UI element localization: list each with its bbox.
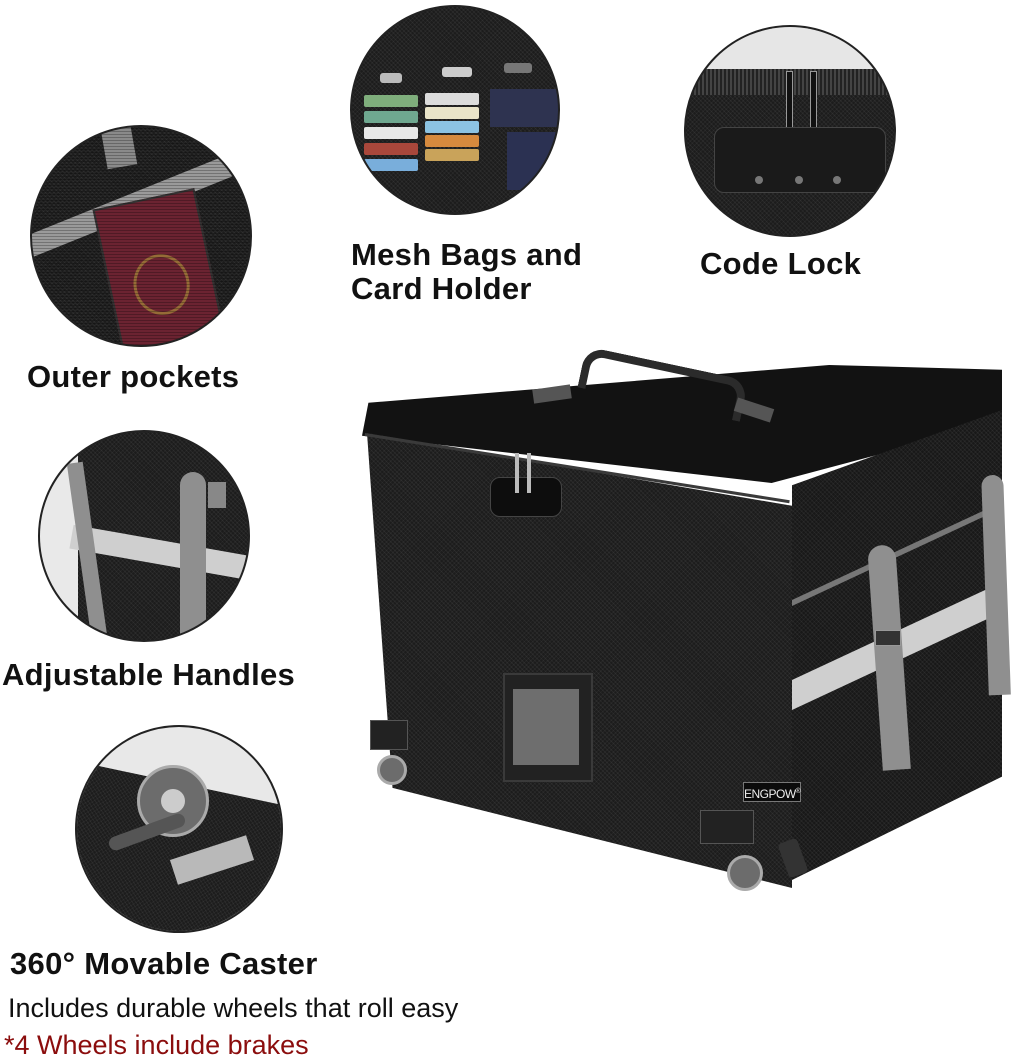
mesh-bags-image: [350, 5, 560, 215]
mesh-bags-label: Mesh Bags and Card Holder: [351, 237, 583, 306]
card-icon: [364, 159, 418, 171]
box-side-face: [792, 410, 1002, 880]
caster-wheel-icon: [727, 855, 763, 891]
zipper-pull-icon: [786, 71, 793, 129]
zipper-pull-icon: [810, 71, 817, 129]
mesh-overlay: [32, 127, 250, 345]
card-icon: [425, 93, 479, 105]
handle-strap: [180, 472, 206, 640]
brand-tag: ENGPOW®: [743, 782, 801, 802]
combination-lock-icon: [490, 477, 562, 517]
code-lock-label: Code Lock: [700, 246, 862, 281]
outer-pockets-image: [30, 125, 252, 347]
strap-buckle-icon: [875, 630, 901, 646]
card-icon: [364, 95, 418, 107]
caster-label: 360° Movable Caster: [10, 946, 318, 981]
usb-drive-icon: [504, 63, 532, 73]
card-icon: [425, 121, 479, 133]
card-icon: [425, 107, 479, 119]
card-icon: [364, 143, 418, 155]
adjustable-handles-label: Adjustable Handles: [2, 657, 296, 692]
lock-icon: [714, 127, 886, 193]
corner-bracket: [370, 720, 408, 750]
brand-name: ENGPOW: [744, 787, 796, 801]
product-file-box: ENGPOW®: [355, 346, 1024, 920]
zipper-pull-icon: [527, 453, 531, 493]
usb-drive-icon: [442, 67, 472, 77]
id-card-window: [503, 673, 593, 782]
registered-mark: ®: [795, 788, 801, 795]
zipper-track: [686, 27, 894, 69]
usb-drive-icon: [380, 73, 402, 83]
outer-pockets-label: Outer pockets: [27, 359, 240, 394]
caster-image: [75, 725, 283, 933]
corner-bracket: [700, 810, 754, 844]
adjustable-handles-image: [38, 430, 250, 642]
card-icon: [425, 135, 479, 147]
caster-brake-note: *4 Wheels include brakes: [4, 1030, 309, 1060]
caster-description: Includes durable wheels that roll easy: [8, 993, 459, 1023]
strap-tab: [208, 482, 226, 508]
code-lock-image: [684, 25, 896, 237]
zipper-pull-icon: [515, 453, 519, 493]
card-icon: [364, 127, 418, 139]
passport-icon: [507, 132, 558, 190]
caster-hub-icon: [161, 789, 185, 813]
passport-icon: [490, 89, 558, 127]
caster-wheel-icon: [377, 755, 407, 785]
card-icon: [425, 149, 479, 161]
card-icon: [364, 111, 418, 123]
